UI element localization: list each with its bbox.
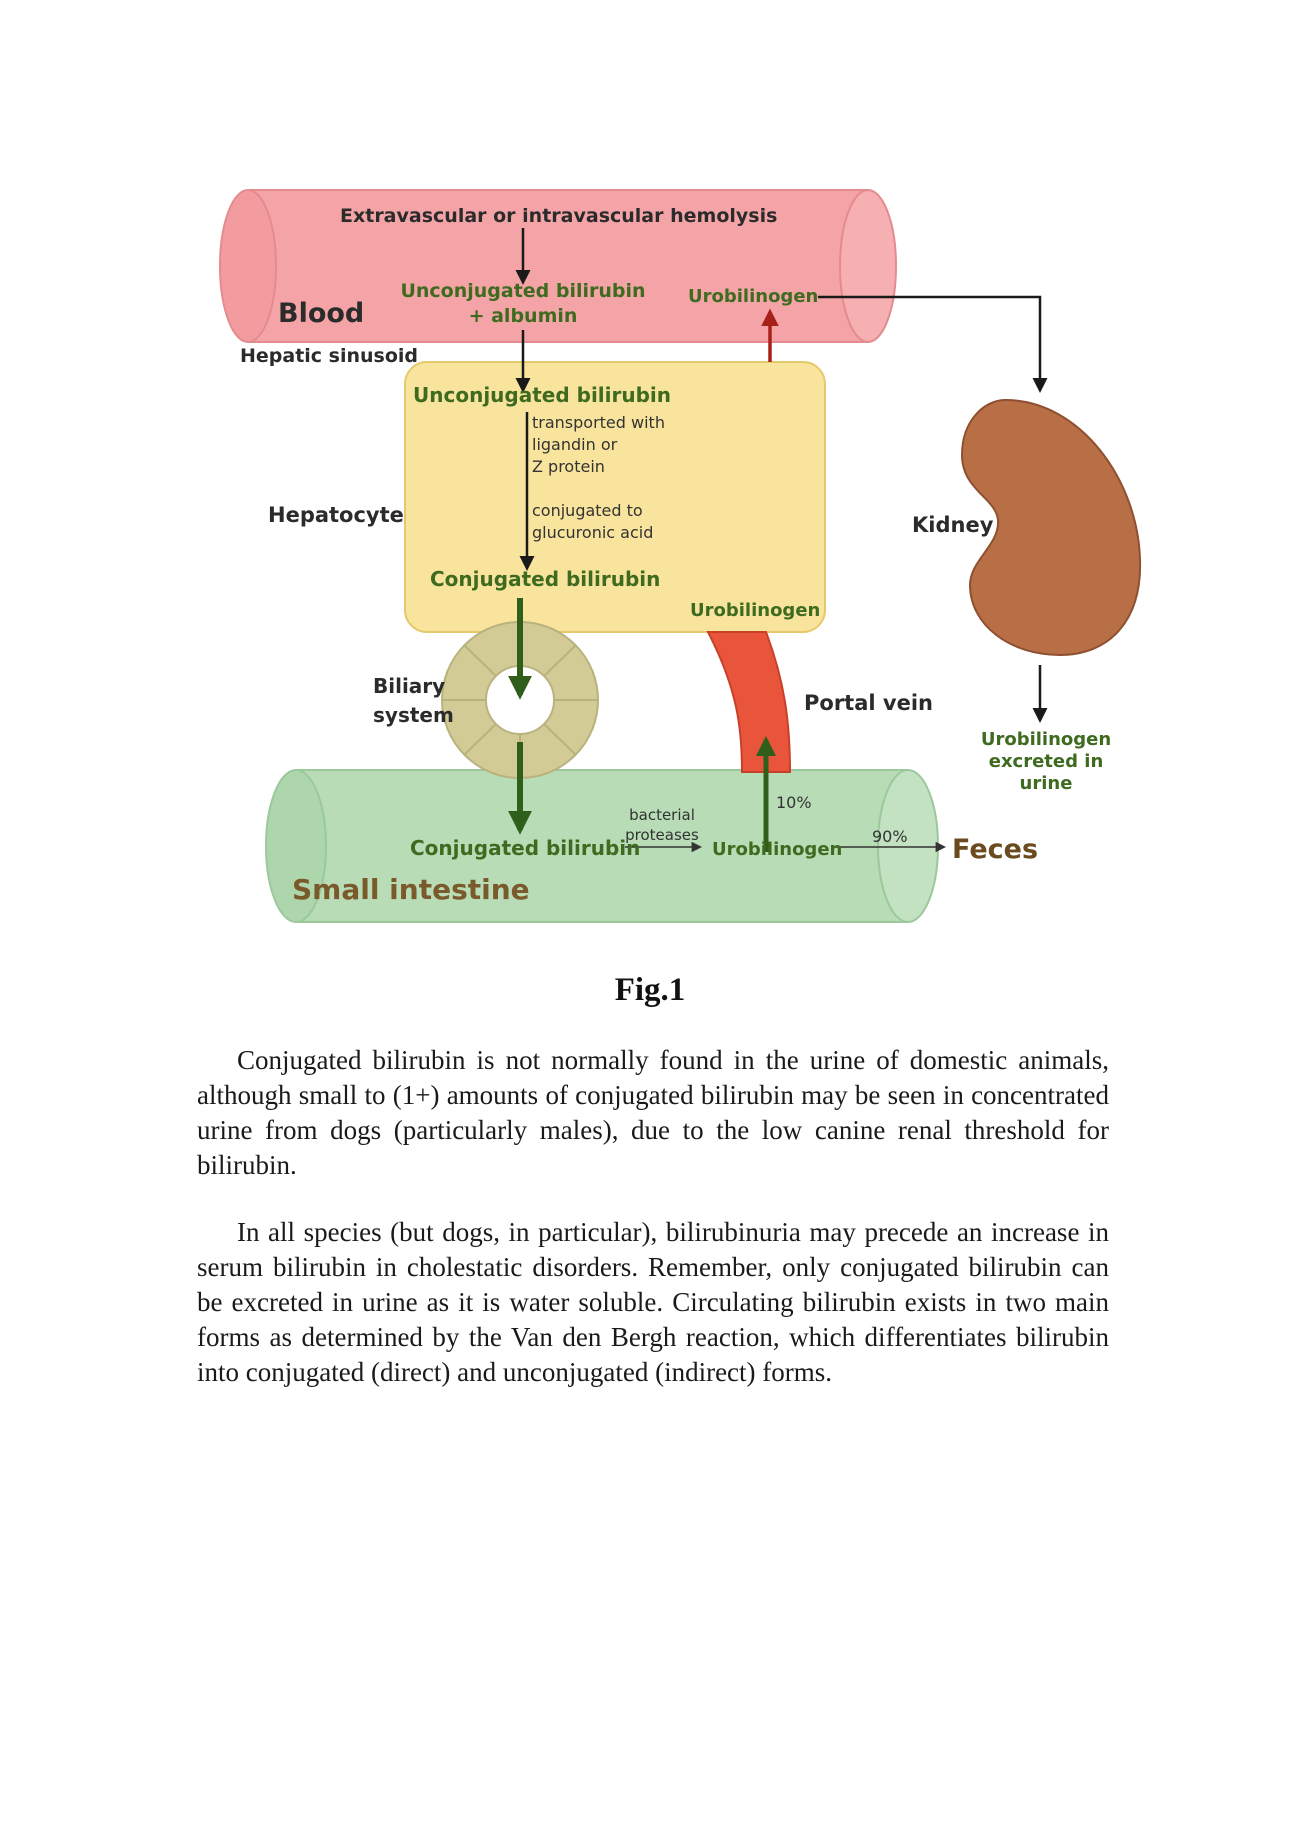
paragraph: Conjugated bilirubin is not normally fou…	[197, 1045, 1109, 1180]
blood-vessel	[219, 189, 897, 343]
label-transport-1: transported with	[532, 413, 665, 432]
small-intestine	[265, 769, 939, 923]
label-hemolysis: Extravascular or intravascular hemolysis	[340, 205, 777, 227]
label-feces: Feces	[952, 834, 1038, 865]
label-hepatic-sinusoid: Hepatic sinusoid	[240, 345, 418, 367]
arrow-urobilinogen-to-kidney	[818, 295, 1048, 393]
label-kidney-out-2: excreted in	[989, 751, 1104, 772]
label-hep-unconjugated: Unconjugated bilirubin	[413, 383, 671, 407]
label-biliary-1: Biliary	[373, 674, 445, 698]
label-bacterial-2: proteases	[625, 826, 699, 844]
kidney-shape	[960, 398, 1142, 657]
bilirubin-metabolism-diagram: Extravascular or intravascular hemolysis…	[219, 189, 1142, 923]
label-conj-note-1: conjugated to	[532, 501, 643, 520]
label-biliary-2: system	[373, 703, 454, 727]
paragraph: In all species (but dogs, in particular)…	[197, 1217, 1109, 1387]
label-bacterial-1: bacterial	[629, 806, 695, 824]
hepatocyte-box	[404, 361, 826, 633]
label-blood-unconjugated: Unconjugated bilirubin	[400, 280, 645, 302]
label-hepatocyte: Hepatocyte	[268, 503, 404, 527]
label-kidney-out-1: Urobilinogen	[981, 729, 1111, 750]
label-blood-albumin: + albumin	[469, 305, 578, 327]
label-small-intestine: Small intestine	[292, 873, 530, 906]
label-transport-2: ligandin or	[532, 435, 618, 454]
label-kidney: Kidney	[912, 513, 994, 537]
label-blood-urobilinogen: Urobilinogen	[688, 286, 818, 307]
label-portal-vein: Portal vein	[804, 691, 933, 715]
label-int-urobilinogen: Urobilinogen	[712, 839, 842, 860]
figure-caption: Fig.1	[614, 972, 686, 1008]
label-kidney-out-3: urine	[1020, 773, 1073, 794]
label-pct-10: 10%	[776, 793, 812, 812]
label-blood: Blood	[278, 298, 364, 329]
portal-vein-shape	[706, 631, 792, 773]
label-int-conjugated: Conjugated bilirubin	[410, 836, 640, 860]
label-hep-urobilinogen: Urobilinogen	[690, 600, 820, 621]
label-hep-conjugated: Conjugated bilirubin	[430, 567, 660, 591]
label-conj-note-2: glucuronic acid	[532, 523, 653, 542]
label-pct-90: 90%	[872, 827, 908, 846]
label-transport-3: Z protein	[532, 457, 605, 476]
